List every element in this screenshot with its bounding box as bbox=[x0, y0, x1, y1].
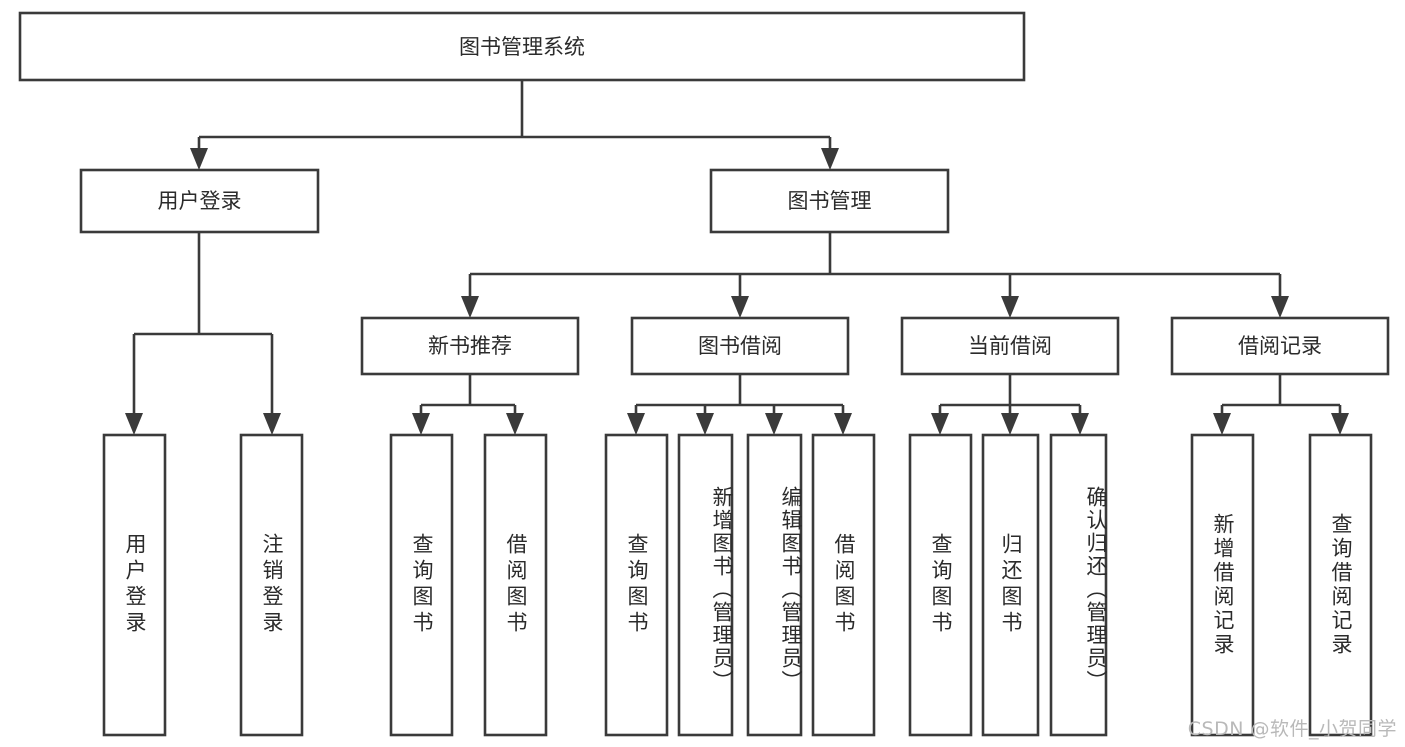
node-root-label: 图书管理系统 bbox=[459, 35, 585, 59]
leaf-box-borrow-book-1[interactable] bbox=[483, 433, 548, 737]
connector-bookborrow-to-leaves bbox=[627, 374, 852, 435]
arrow-head-icon bbox=[1331, 413, 1349, 435]
arrow-head-icon bbox=[627, 413, 645, 435]
arrow-head-icon bbox=[765, 413, 783, 435]
arrow-head-icon bbox=[412, 413, 430, 435]
node-book-management-label: 图书管理 bbox=[788, 189, 872, 213]
arrow-head-icon bbox=[731, 296, 749, 318]
connector-userlogin-to-leaves bbox=[125, 232, 281, 435]
node-new-book-recommend[interactable]: 新书推荐 bbox=[360, 316, 580, 376]
arrow-head-icon bbox=[834, 413, 852, 435]
arrow-head-icon bbox=[1071, 413, 1089, 435]
node-book-management[interactable]: 图书管理 bbox=[709, 168, 950, 234]
leaf-box-borrow-book-2[interactable] bbox=[811, 433, 876, 737]
connector-root-to-level2 bbox=[190, 80, 839, 170]
node-root[interactable]: 图书管理系统 bbox=[18, 11, 1026, 82]
connector-currentborrow-to-leaves bbox=[931, 374, 1089, 435]
node-book-borrow[interactable]: 图书借阅 bbox=[630, 316, 850, 376]
node-current-borrow-label: 当前借阅 bbox=[968, 334, 1052, 358]
leaf-box-query-borrow-record[interactable] bbox=[1308, 433, 1373, 737]
node-book-borrow-label: 图书借阅 bbox=[698, 334, 782, 358]
leaf-box-logout[interactable] bbox=[239, 433, 304, 737]
leaf-box-add-borrow-record[interactable] bbox=[1190, 433, 1255, 737]
leaf-box-query-book-1[interactable] bbox=[389, 433, 454, 737]
leaf-box-query-book-2[interactable] bbox=[604, 433, 669, 737]
arrow-head-icon bbox=[1001, 413, 1019, 435]
leaf-box-confirm-return-admin[interactable] bbox=[1049, 433, 1108, 737]
node-borrow-record[interactable]: 借阅记录 bbox=[1170, 316, 1390, 376]
arrow-head-icon bbox=[696, 413, 714, 435]
arrow-head-icon bbox=[125, 413, 143, 435]
arrow-head-icon bbox=[263, 413, 281, 435]
arrow-head-icon bbox=[506, 413, 524, 435]
node-current-borrow[interactable]: 当前借阅 bbox=[900, 316, 1120, 376]
arrow-head-icon bbox=[190, 148, 208, 170]
connector-bookmgmt-to-level3 bbox=[461, 232, 1289, 318]
leaf-box-edit-book-admin[interactable] bbox=[746, 433, 803, 737]
arrow-head-icon bbox=[1213, 413, 1231, 435]
leaf-box-user-login[interactable] bbox=[102, 433, 167, 737]
arrow-head-icon bbox=[461, 296, 479, 318]
connector-newbook-to-leaves bbox=[412, 374, 524, 435]
node-borrow-record-label: 借阅记录 bbox=[1238, 334, 1322, 358]
leaf-box-return-book[interactable] bbox=[981, 433, 1040, 737]
node-user-login[interactable]: 用户登录 bbox=[79, 168, 320, 234]
arrow-head-icon bbox=[1271, 296, 1289, 318]
node-new-book-recommend-label: 新书推荐 bbox=[428, 334, 512, 358]
leaf-box-query-book-3[interactable] bbox=[908, 433, 973, 737]
watermark-text: CSDN @软件_小贺同学 bbox=[1187, 718, 1397, 740]
node-user-login-label: 用户登录 bbox=[158, 189, 242, 213]
connector-borrowrecord-to-leaves bbox=[1213, 374, 1349, 435]
arrow-head-icon bbox=[821, 148, 839, 170]
arrow-head-icon bbox=[931, 413, 949, 435]
leaf-box-add-book-admin[interactable] bbox=[677, 433, 734, 737]
arrow-head-icon bbox=[1001, 296, 1019, 318]
